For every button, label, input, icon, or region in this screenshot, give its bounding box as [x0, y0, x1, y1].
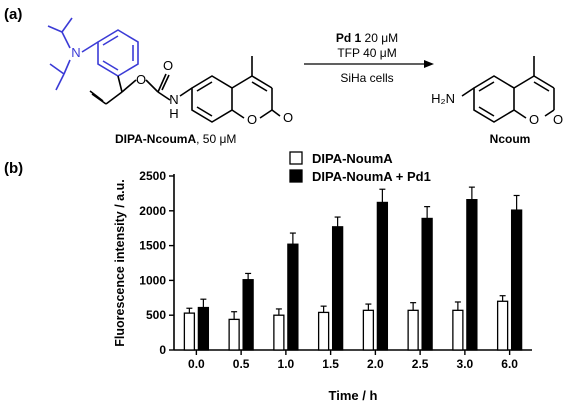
product-coumarin: [461, 56, 555, 123]
catalyst-concentration: 20 μM: [361, 31, 398, 45]
y-tick-label: 2000: [139, 204, 166, 218]
bar-dipa-noumA: [362, 309, 375, 351]
reactant-ring-o-label: O: [247, 112, 257, 127]
dipa-fragment: [47, 17, 139, 91]
reactant-caption: DIPA-NcoumA, 50 μM: [115, 132, 236, 146]
x-tick-label: 3.0: [457, 357, 474, 371]
nh-h-label: H: [169, 106, 178, 121]
fluorescence-bar-chart: DIPA-NoumA DIPA-NoumA + Pd1 0 500 1000 1500 2…: [113, 151, 532, 403]
catalyst-label: Pd 1 20 μM: [336, 31, 398, 45]
legend-swatch: [289, 169, 303, 183]
bar-dipa-noumA-pd1: [376, 201, 389, 351]
reactant-name: DIPA-NcoumA: [115, 132, 196, 146]
x-tick-label: 1.0: [278, 357, 295, 371]
x-tick-label: 6.0: [501, 357, 518, 371]
bar-dipa-noumA-pd1: [242, 279, 254, 351]
y-tick-label: 1000: [139, 273, 166, 287]
bar-dipa-noumA: [452, 309, 464, 351]
y-axis-label: Fluorescence intensity / a.u.: [113, 179, 127, 346]
x-tick-label: 1.5: [322, 357, 339, 371]
x-axis-label: Time / h: [329, 388, 378, 403]
bar-dipa-noumA: [496, 300, 509, 351]
bar-dipa-noumA: [407, 309, 419, 351]
x-tick-label: 0.0: [188, 357, 205, 371]
bar-dipa-noumA: [228, 318, 240, 351]
product-amine-label: H₂N: [431, 91, 455, 106]
y-tick-label: 0: [159, 343, 166, 357]
x-tick-label: 0.5: [233, 357, 250, 371]
chart-bars: [183, 186, 523, 351]
catalyst-name: Pd 1: [336, 31, 362, 45]
ether-o-label: O: [136, 72, 146, 87]
x-tick-label: 2.5: [412, 357, 429, 371]
y-tick-label: 2500: [139, 169, 166, 183]
reactant-lactone-o-label: O: [283, 110, 293, 125]
panel-label-b: (b): [4, 160, 24, 177]
ligand-label: TFP 40 μM: [337, 46, 396, 60]
carbonyl-o-label: O: [163, 58, 173, 73]
reaction-scheme: N O O N H O O DIPA-NcoumA, 50 μM Pd 1 20…: [47, 17, 563, 146]
bar-dipa-noumA-pd1: [287, 243, 299, 351]
bar-dipa-noumA-pd1: [510, 209, 523, 351]
medium-label: SiHa cells: [340, 71, 393, 85]
y-tick-label: 500: [146, 308, 166, 322]
y-tick-label: 1500: [139, 239, 166, 253]
product-ring-o-label: O: [529, 112, 539, 127]
bar-dipa-noumA: [183, 312, 196, 351]
panel-label-a: (a): [4, 6, 23, 23]
bar-dipa-noumA-pd1: [421, 217, 433, 351]
x-tick-label: 2.0: [367, 357, 384, 371]
legend-label: DIPA-NoumA: [312, 151, 393, 166]
bar-dipa-noumA: [317, 311, 330, 351]
carbamate-linker: [89, 73, 171, 105]
bar-dipa-noumA: [273, 314, 285, 351]
bar-dipa-noumA-pd1: [331, 226, 344, 351]
product-lactone-o-label: O: [553, 112, 563, 127]
legend-label: DIPA-NoumA + Pd1: [312, 169, 431, 184]
reaction-arrow-head: [424, 60, 434, 68]
reactant-coumarin: [179, 56, 281, 123]
chart-legend: DIPA-NoumA DIPA-NoumA + Pd1: [289, 151, 431, 184]
legend-swatch: [289, 151, 303, 165]
nh-n-label: N: [169, 92, 178, 107]
amine-n-label: N: [71, 45, 80, 60]
bar-dipa-noumA-pd1: [466, 199, 478, 351]
bar-dipa-noumA-pd1: [197, 306, 210, 351]
reactant-concentration: , 50 μM: [196, 132, 236, 146]
product-name: Ncoum: [490, 132, 531, 146]
